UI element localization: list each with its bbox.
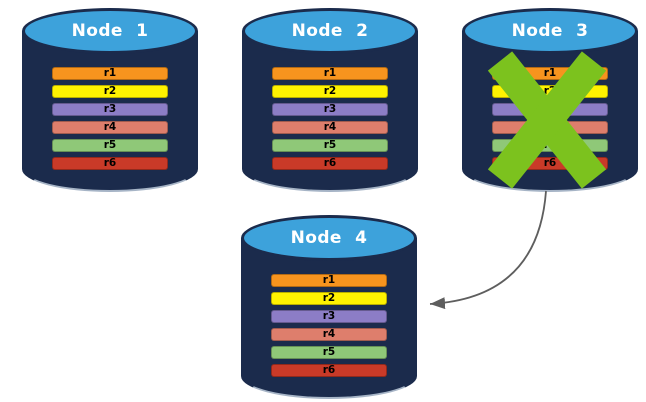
node-2-cylinder: Node 2 r1 r2 r3 r4 r5 r6 <box>242 8 418 192</box>
row-bar-r5: r5 <box>492 139 608 152</box>
row-bar-r4: r4 <box>492 121 608 134</box>
row-bars: r1 r2 r3 r4 r5 r6 <box>492 67 608 175</box>
row-bar-r5: r5 <box>52 139 168 152</box>
node-label: Node 4 <box>290 228 368 248</box>
row-bar-r1: r1 <box>272 67 388 80</box>
node-4-cylinder: Node 4 r1 r2 r3 r4 r5 r6 <box>241 215 417 399</box>
row-bar-r2: r2 <box>492 85 608 98</box>
row-bar-r6: r6 <box>272 157 388 170</box>
node-label: Node 2 <box>291 21 369 41</box>
row-bar-r2: r2 <box>272 85 388 98</box>
row-bar-r6: r6 <box>52 157 168 170</box>
node-1-cylinder: Node 1 r1 r2 r3 r4 r5 r6 <box>22 8 198 192</box>
row-bar-r3: r3 <box>492 103 608 116</box>
database-cylinder-top: Node 1 <box>22 8 198 54</box>
node-label: Node 3 <box>511 21 589 41</box>
row-bar-r2: r2 <box>271 292 387 305</box>
row-bar-r6: r6 <box>492 157 608 170</box>
row-bars: r1 r2 r3 r4 r5 r6 <box>272 67 388 175</box>
row-bar-r1: r1 <box>492 67 608 80</box>
row-bar-r6: r6 <box>271 364 387 377</box>
row-bars: r1 r2 r3 r4 r5 r6 <box>271 274 387 382</box>
database-cylinder-top: Node 4 <box>241 215 417 261</box>
row-bar-r5: r5 <box>271 346 387 359</box>
database-cylinder-top: Node 3 <box>462 8 638 54</box>
database-cylinder-top: Node 2 <box>242 8 418 54</box>
row-bar-r3: r3 <box>271 310 387 323</box>
row-bar-r5: r5 <box>272 139 388 152</box>
row-bar-r4: r4 <box>271 328 387 341</box>
row-bar-r1: r1 <box>271 274 387 287</box>
row-bar-r3: r3 <box>272 103 388 116</box>
row-bar-r2: r2 <box>52 85 168 98</box>
row-bar-r4: r4 <box>52 121 168 134</box>
row-bar-r3: r3 <box>52 103 168 116</box>
row-bar-r4: r4 <box>272 121 388 134</box>
node-label: Node 1 <box>71 21 149 41</box>
failover-arrow <box>429 190 547 310</box>
node-3-cylinder: Node 3 r1 r2 r3 r4 r5 r6 <box>462 8 638 192</box>
row-bars: r1 r2 r3 r4 r5 r6 <box>52 67 168 175</box>
row-bar-r1: r1 <box>52 67 168 80</box>
